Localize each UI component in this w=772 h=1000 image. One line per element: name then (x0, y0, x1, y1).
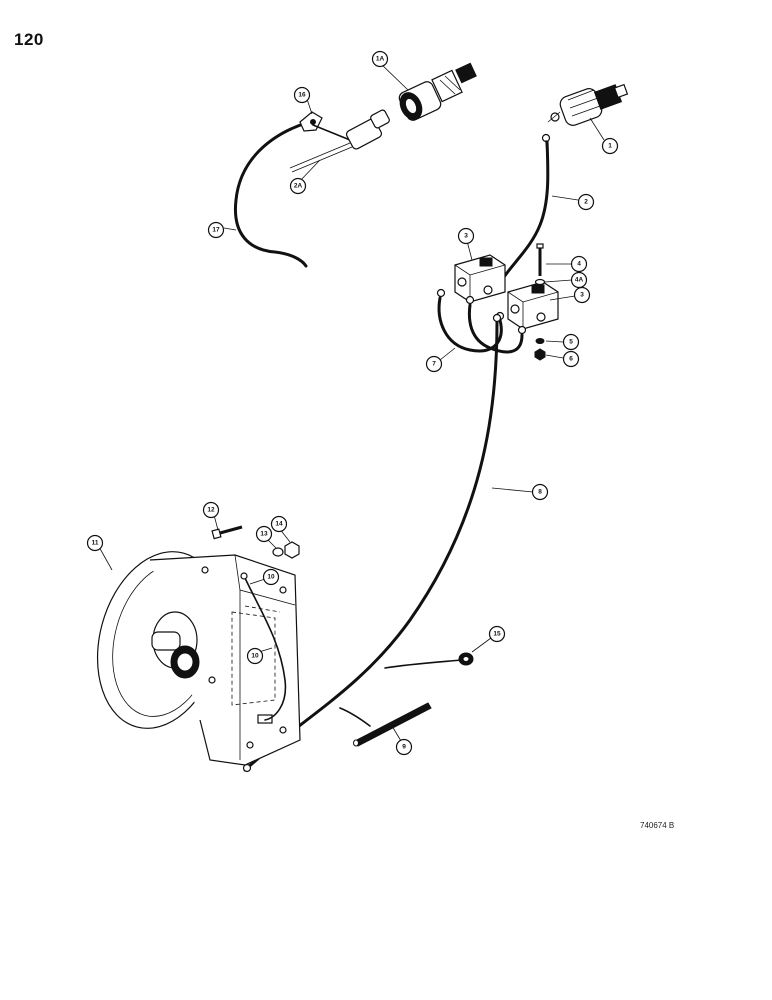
callout-16: 16 (293, 86, 311, 104)
callout-15: 15 (488, 625, 506, 643)
wire-7 (437, 296, 503, 353)
sensor-lead-2a (289, 109, 390, 173)
callout-11-label: 11 (92, 540, 99, 547)
terminal-2 (541, 133, 551, 151)
callout-8: 8 (531, 483, 549, 501)
callout-2a-label: 2A (294, 183, 303, 190)
drawing-code: 740674 B (640, 821, 675, 830)
callout-15-label: 15 (493, 631, 501, 638)
callout-14-label: 14 (275, 521, 283, 528)
callout-2a: 2A (289, 177, 307, 195)
callout-16-label: 16 (298, 92, 306, 99)
page-number: 120 (14, 30, 44, 49)
harness-17 (233, 121, 308, 268)
callout-4a-label: 4A (575, 277, 584, 284)
terminal-10 (240, 572, 248, 580)
terminal-8 (492, 313, 502, 323)
wire-7b (467, 303, 524, 354)
nut-14 (284, 541, 300, 559)
callout-17: 17 (207, 221, 225, 239)
callout-1: 1 (601, 137, 619, 155)
callout-9: 9 (395, 738, 413, 756)
callout-13-label: 13 (260, 531, 268, 538)
screw-12 (211, 525, 243, 540)
callout-17-label: 17 (212, 227, 220, 234)
callout-6-label: 6 (569, 356, 573, 363)
callout-7-label: 7 (432, 361, 436, 368)
callout-5-label: 5 (569, 339, 573, 346)
callout-12: 12 (202, 501, 220, 519)
callout-12-label: 12 (207, 507, 215, 514)
callout-2-label: 2 (584, 199, 588, 206)
callout-1a-label: 1A (376, 56, 385, 63)
callout-4: 4 (570, 255, 588, 273)
callout-2: 2 (577, 193, 595, 211)
wire-8 (243, 320, 499, 772)
nut-6 (534, 348, 546, 361)
callout-8-label: 8 (538, 489, 542, 496)
circuit-breaker-3-lower (507, 281, 559, 330)
callout-3-upper: 3 (457, 227, 475, 245)
washer-4a (534, 278, 546, 286)
callout-10-upper-label: 10 (267, 574, 275, 581)
callout-7: 7 (425, 355, 443, 373)
callout-1-label: 1 (608, 143, 612, 150)
sender-unit-1a (398, 62, 477, 121)
grommet-15 (384, 652, 474, 669)
callout-3-upper-label: 3 (464, 233, 468, 240)
callout-4-label: 4 (577, 261, 581, 268)
callout-10-lower: 10 (246, 647, 264, 665)
callout-9-label: 9 (402, 744, 406, 751)
callout-14: 14 (270, 515, 288, 533)
callout-11: 11 (86, 534, 104, 552)
screw-4 (536, 243, 544, 276)
magneto-housing-11 (96, 551, 301, 766)
washer-13 (272, 547, 284, 557)
callout-1a: 1A (371, 50, 389, 68)
callout-3-lower-label: 3 (580, 292, 584, 299)
sleeve-9 (339, 702, 432, 747)
callout-6: 6 (562, 350, 580, 368)
callout-10-lower-label: 10 (251, 653, 259, 660)
terminal-8-end (242, 763, 252, 773)
callout-10-upper: 10 (262, 568, 280, 586)
callout-4a: 4A (570, 271, 588, 289)
washer-5 (535, 338, 545, 344)
solenoid-1 (547, 83, 629, 126)
callout-5: 5 (562, 333, 580, 351)
circuit-breaker-3-upper (454, 254, 506, 303)
callout-13: 13 (255, 525, 273, 543)
wire-10 (244, 577, 287, 721)
wire-2 (493, 138, 550, 292)
callout-3-lower: 3 (573, 286, 591, 304)
